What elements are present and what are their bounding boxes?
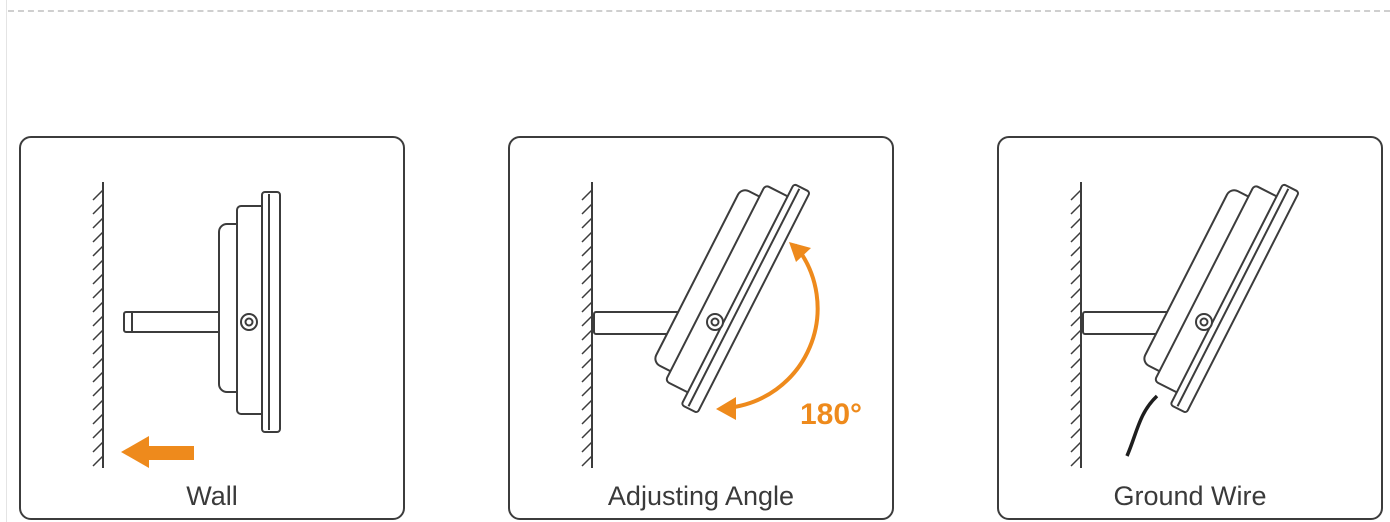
wall-hatch-stroke xyxy=(581,315,593,327)
wall-hatch-stroke xyxy=(1070,441,1082,453)
arrow-left-icon xyxy=(121,436,194,468)
wall-hatch-stroke xyxy=(92,329,104,341)
flood-light-tilted-icon xyxy=(654,183,810,413)
wall-hatch-stroke xyxy=(1070,315,1082,327)
wall-hatch-stroke xyxy=(581,399,593,411)
panel-wall: Wall xyxy=(19,136,405,520)
wall-hatch-stroke xyxy=(581,203,593,215)
wall-hatch-stroke xyxy=(1070,189,1082,201)
wall-hatch-stroke xyxy=(1070,371,1082,383)
wall-hatch-stroke xyxy=(92,357,104,369)
wall-hatch-icon xyxy=(1070,182,1082,468)
rotation-arrowheads-icon xyxy=(716,242,811,420)
pivot-bolt-icon xyxy=(1195,313,1213,331)
wall-hatch-stroke xyxy=(581,455,593,467)
wall-hatch-icon xyxy=(581,182,593,468)
wall-hatch-stroke xyxy=(1070,413,1082,425)
wall-hatch-stroke xyxy=(581,441,593,453)
panel-caption: Ground Wire xyxy=(1113,481,1267,511)
wall-hatch-stroke xyxy=(581,413,593,425)
adjusting-angle-illustration: 180° xyxy=(581,182,862,468)
panel-caption: Wall xyxy=(186,481,238,511)
wall-hatch-stroke xyxy=(1070,385,1082,397)
wall-hatch-stroke xyxy=(1070,343,1082,355)
wall-hatch-stroke xyxy=(581,385,593,397)
panel-adjusting-angle: 180° Adjusting Angle xyxy=(508,136,894,520)
wall-hatch-stroke xyxy=(581,273,593,285)
wall-hatch-stroke xyxy=(1070,399,1082,411)
panel-caption: Adjusting Angle xyxy=(607,481,795,511)
wall-hatch-stroke xyxy=(1070,203,1082,215)
wall-hatch-stroke xyxy=(92,189,104,201)
wall-hatch-stroke xyxy=(92,301,104,313)
wall-hatch-stroke xyxy=(581,287,593,299)
flood-light-tilted-icon xyxy=(1143,183,1299,413)
flood-light-icon xyxy=(218,191,281,433)
wall-hatch-stroke xyxy=(92,259,104,271)
wall-hatch-stroke xyxy=(92,203,104,215)
wall-hatch-stroke xyxy=(1070,217,1082,229)
wall-hatch-stroke xyxy=(581,231,593,243)
angle-label: 180° xyxy=(800,398,862,431)
wall-hatch-stroke xyxy=(92,413,104,425)
wall-hatch-stroke xyxy=(92,343,104,355)
wall-hatch-stroke xyxy=(1070,259,1082,271)
wall-hatch-stroke xyxy=(581,217,593,229)
wall-hatch-stroke xyxy=(1070,231,1082,243)
wall-hatch-stroke xyxy=(92,315,104,327)
wall-hatch-stroke xyxy=(581,245,593,257)
wall-hatch-stroke xyxy=(92,385,104,397)
pivot-bolt-icon xyxy=(706,313,724,331)
wall-hatch-stroke xyxy=(92,273,104,285)
wall-hatch-stroke xyxy=(92,399,104,411)
wall-hatch-stroke xyxy=(92,371,104,383)
wall-hatch-stroke xyxy=(1070,329,1082,341)
ground-wire-cable-icon xyxy=(1125,394,1159,457)
wall-hatch-stroke xyxy=(1070,301,1082,313)
wall-hatch-stroke xyxy=(92,245,104,257)
wall-hatch-stroke xyxy=(581,329,593,341)
ground-wire-illustration xyxy=(1070,182,1299,468)
wall-hatch-stroke xyxy=(1070,455,1082,467)
page-left-edge xyxy=(6,0,7,522)
wall-hatch-stroke xyxy=(92,217,104,229)
dashed-divider xyxy=(8,10,1390,12)
wall-hatch-stroke xyxy=(581,343,593,355)
wall-hatch-stroke xyxy=(92,287,104,299)
wall-hatch-stroke xyxy=(1070,357,1082,369)
wall-hatch-stroke xyxy=(581,259,593,271)
wall-hatch-stroke xyxy=(1070,427,1082,439)
wall-hatch-stroke xyxy=(92,231,104,243)
wall-hatch-stroke xyxy=(581,371,593,383)
wall-hatch-stroke xyxy=(581,301,593,313)
wall-hatch-stroke xyxy=(581,427,593,439)
panel-ground-wire: Ground Wire xyxy=(997,136,1383,520)
wall-mount-illustration xyxy=(92,182,281,468)
wall-hatch-stroke xyxy=(92,427,104,439)
wall-hatch-stroke xyxy=(1070,273,1082,285)
wall-hatch-stroke xyxy=(1070,245,1082,257)
rotation-arc-icon xyxy=(725,243,820,410)
wall-hatch-icon xyxy=(92,182,104,468)
wall-hatch-stroke xyxy=(1070,287,1082,299)
wall-hatch-stroke xyxy=(92,455,104,467)
wall-hatch-stroke xyxy=(92,441,104,453)
wall-hatch-stroke xyxy=(581,357,593,369)
wall-hatch-stroke xyxy=(581,189,593,201)
